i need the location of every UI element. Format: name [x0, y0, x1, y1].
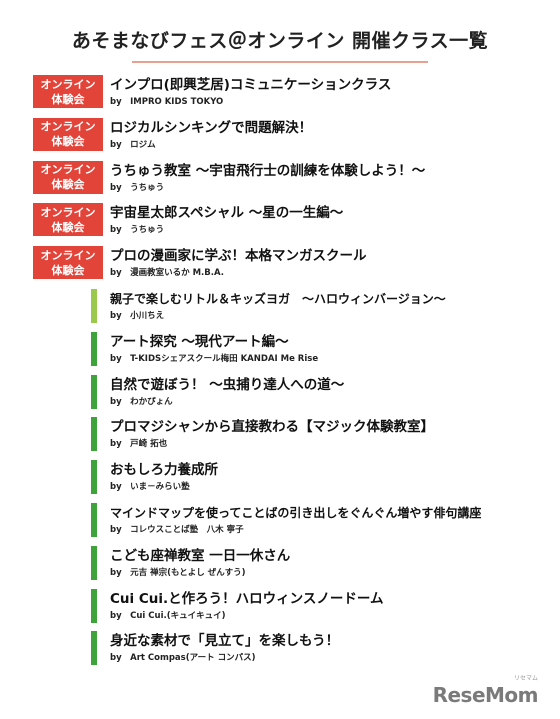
- class-item: プロマジシャンから直接教わる【マジック体験教室】 by 戸崎 拓也: [0, 416, 560, 459]
- class-organizer: by T-KIDSシェアスクール梅田 KANDAI Me Rise: [110, 353, 319, 364]
- class-title: 自然で遊ぼう！ ～虫捕り達人への道～: [110, 376, 345, 393]
- class-item: こども座禅教室 一日一休さん by 元吉 禅宗(もとよし ぜんすう): [0, 545, 560, 588]
- class-organizer: by コレウスことば塾 八木 寧子: [110, 524, 244, 535]
- class-title: 宇宙星太郎スペシャル ～星の一生編～: [110, 205, 344, 222]
- class-item: オンライン体験会うちゅう教室 ～宇宙飛行士の訓練を体験しよう！～by うちゅう: [0, 160, 560, 203]
- category-bar: [91, 374, 97, 409]
- class-item: マインドマップを使ってことばの引き出しをぐんぐん増やす俳句講座 by コレウスこと…: [0, 502, 560, 545]
- category-bar: [91, 417, 97, 452]
- badge-line-1: オンライン: [40, 248, 96, 262]
- class-title: こども座禅教室 一日一休さん: [110, 547, 291, 564]
- class-item: Cui Cui.と作ろう！ハロウィンスノードーム by Cui Cui.(キュイキ…: [0, 588, 560, 631]
- class-text-block: プロマジシャンから直接教わる【マジック体験教室】 by 戸崎 拓也: [110, 418, 550, 451]
- class-organizer: by 戸崎 拓也: [110, 439, 168, 450]
- badge-line-1: オンライン: [40, 120, 96, 134]
- title-underline: [132, 61, 428, 63]
- badge-line-2: 体験会: [51, 92, 85, 106]
- online-trial-badge: オンライン体験会: [33, 246, 103, 280]
- class-item: オンライン体験会宇宙星太郎スペシャル ～星の一生編～by うちゅう: [0, 202, 560, 245]
- category-bar: [91, 460, 97, 495]
- class-title: おもしろ力養成所: [110, 462, 218, 479]
- class-organizer: by うちゅう: [110, 182, 165, 193]
- badge-line-1: オンライン: [40, 205, 96, 219]
- category-bar: [91, 545, 97, 580]
- badge-line-2: 体験会: [51, 178, 85, 192]
- logo-sub-text: リセマム: [513, 675, 538, 682]
- class-title: Cui Cui.と作ろう！ハロウィンスノードーム: [110, 590, 384, 607]
- class-organizer: by ロジム: [110, 139, 156, 150]
- online-trial-badge: オンライン体験会: [33, 160, 103, 194]
- online-trial-badge: オンライン体験会: [33, 203, 103, 237]
- class-text-block: 親子で楽しむリトル＆キッズヨガ ～ハロウィンバージョン～ by 小川ちえ: [110, 290, 550, 323]
- class-item: 身近な素材で「見立て」を楽しもう！ by Art Compas(アート コンパス): [0, 630, 560, 673]
- category-bar: [91, 288, 97, 323]
- category-bar: [91, 631, 97, 666]
- class-organizer: by Cui Cui.(キュイキュイ): [110, 610, 226, 621]
- class-organizer: by 漫画教室いるか M.B.A.: [110, 268, 224, 279]
- class-text-block: ロジカルシンキングで問題解決！ by ロジム: [110, 119, 550, 152]
- class-title: うちゅう教室 ～宇宙飛行士の訓練を体験しよう！～: [110, 162, 426, 179]
- class-organizer: by IMPRO KIDS TOKYO: [110, 97, 224, 107]
- badge-line-2: 体験会: [51, 263, 85, 277]
- class-organizer: by いま－みらい塾: [110, 482, 190, 493]
- class-organizer: by 小川ちえ: [110, 310, 165, 321]
- class-item: アート探究 ～現代アート編～ by T-KIDSシェアスクール梅田 KANDAI …: [0, 331, 560, 374]
- class-title: マインドマップを使ってことばの引き出しをぐんぐん増やす俳句講座: [110, 505, 482, 520]
- class-title: 身近な素材で「見立て」を楽しもう！: [110, 633, 340, 650]
- resemom-logo: ReseMom: [432, 683, 539, 707]
- class-title: 親子で楽しむリトル＆キッズヨガ ～ハロウィンバージョン～: [110, 291, 446, 306]
- class-text-block: Cui Cui.と作ろう！ハロウィンスノードーム by Cui Cui.(キュイキ…: [110, 590, 550, 623]
- class-organizer: by うちゅう: [110, 225, 165, 236]
- badge-line-1: オンライン: [40, 77, 96, 91]
- class-text-block: インプロ(即興芝居)コミュニケーションクラス by IMPRO KIDS TOKY…: [110, 76, 550, 109]
- page-title: あそまなびフェス＠オンライン 開催クラス一覧: [71, 30, 489, 52]
- class-item: おもしろ力養成所 by いま－みらい塾: [0, 459, 560, 502]
- class-title: プロの漫画家に学ぶ！本格マンガスクール: [110, 248, 367, 265]
- class-item: オンライン体験会ロジカルシンキングで問題解決！by ロジム: [0, 117, 560, 160]
- category-bar: [91, 331, 97, 366]
- category-bar: [91, 588, 97, 623]
- class-text-block: プロの漫画家に学ぶ！本格マンガスクール by 漫画教室いるか M.B.A.: [110, 247, 550, 280]
- class-title: プロマジシャンから直接教わる【マジック体験教室】: [110, 419, 434, 436]
- class-organizer: by わかぴょん: [110, 396, 173, 407]
- online-trial-badge: オンライン体験会: [33, 117, 103, 151]
- class-text-block: アート探究 ～現代アート編～ by T-KIDSシェアスクール梅田 KANDAI …: [110, 333, 550, 366]
- class-text-block: こども座禅教室 一日一休さん by 元吉 禅宗(もとよし ぜんすう): [110, 547, 550, 580]
- class-text-block: 身近な素材で「見立て」を楽しもう！ by Art Compas(アート コンパス): [110, 632, 550, 665]
- badge-line-1: オンライン: [40, 163, 96, 177]
- class-title: アート探究 ～現代アート編～: [110, 333, 289, 350]
- class-item: 自然で遊ぼう！ ～虫捕り達人への道～ by わかぴょん: [0, 374, 560, 417]
- class-organizer: by Art Compas(アート コンパス): [110, 653, 256, 664]
- class-organizer: by 元吉 禅宗(もとよし ぜんすう): [110, 567, 246, 578]
- class-text-block: 自然で遊ぼう！ ～虫捕り達人への道～ by わかぴょん: [110, 376, 550, 409]
- class-title: インプロ(即興芝居)コミュニケーションクラス: [110, 77, 392, 93]
- class-text-block: 宇宙星太郎スペシャル ～星の一生編～ by うちゅう: [110, 204, 550, 237]
- badge-line-2: 体験会: [51, 135, 85, 149]
- online-trial-badge: オンライン体験会: [33, 75, 103, 108]
- category-bar: [91, 502, 97, 537]
- badge-line-2: 体験会: [51, 220, 85, 234]
- class-item: 親子で楽しむリトル＆キッズヨガ ～ハロウィンバージョン～ by 小川ちえ: [0, 288, 560, 331]
- class-text-block: おもしろ力養成所 by いま－みらい塾: [110, 461, 550, 494]
- class-title: ロジカルシンキングで問題解決！: [110, 119, 313, 136]
- class-text-block: マインドマップを使ってことばの引き出しをぐんぐん増やす俳句講座 by コレウスこと…: [110, 504, 550, 537]
- class-text-block: うちゅう教室 ～宇宙飛行士の訓練を体験しよう！～ by うちゅう: [110, 162, 550, 195]
